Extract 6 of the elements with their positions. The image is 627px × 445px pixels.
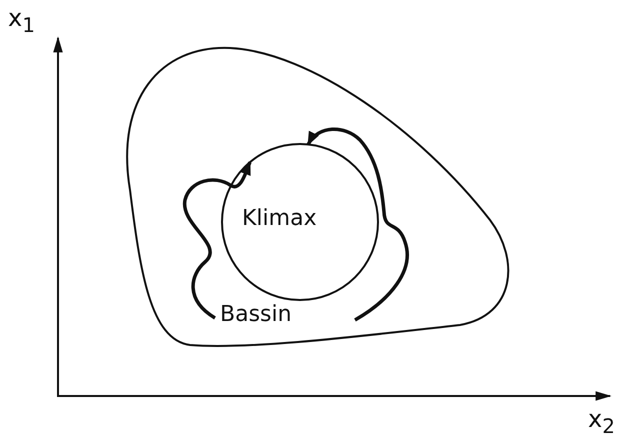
trajectory-arrow [306,128,409,322]
axis-label: x$_{2}$ [588,405,615,438]
trajectory-arrow [183,160,252,320]
region-label: Klimax [242,206,317,231]
region-label: Bassin [220,302,292,327]
axis-label: x$_{1}$ [8,4,35,37]
